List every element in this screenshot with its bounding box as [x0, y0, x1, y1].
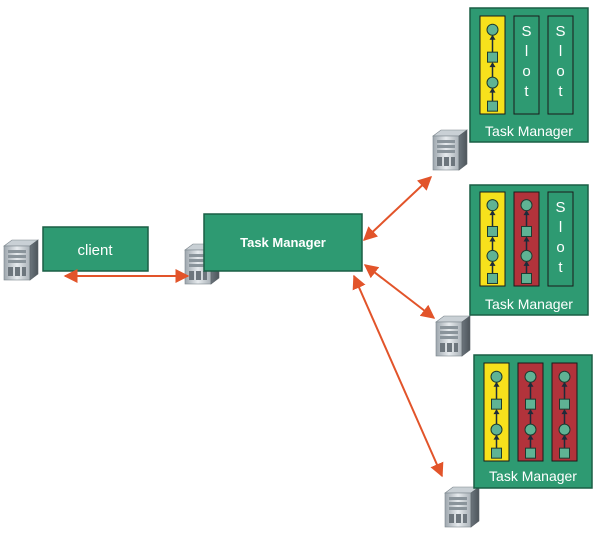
operator-node [486, 199, 499, 212]
free-slot-letter: o [556, 239, 564, 256]
task-edge-arrowhead [527, 434, 534, 440]
task-edge-arrowhead [493, 381, 500, 387]
client-server-icon [3, 239, 39, 281]
task-edge-arrowhead [493, 409, 500, 415]
task-edge-arrowhead [523, 260, 530, 266]
free-slot[interactable] [513, 15, 540, 115]
worker-3-label: Task Manager [489, 468, 577, 484]
free-slot-letter: o [522, 63, 530, 80]
master-worker-3-arrow [352, 274, 444, 478]
task-edge-arrowhead [489, 62, 496, 68]
data-node [559, 447, 570, 459]
task-edge-arrowhead [489, 87, 496, 93]
data-node [559, 398, 570, 410]
operator-node [520, 199, 533, 212]
data-node [487, 225, 498, 237]
free-slot-letter: S [521, 23, 531, 40]
data-node [521, 225, 532, 237]
client-label: client [77, 242, 113, 259]
free-slot[interactable] [547, 191, 574, 287]
worker-3-slots [483, 362, 578, 462]
data-node [525, 398, 536, 410]
operator-node [486, 23, 499, 36]
operator-node [558, 370, 571, 383]
worker-1-server-icon [432, 129, 468, 171]
task-edge-arrowhead [527, 381, 534, 387]
task-edge-arrowhead [493, 434, 500, 440]
free-slot-letter: l [559, 219, 562, 236]
worker-2-server-icon [435, 315, 471, 357]
client-box[interactable]: client [42, 226, 149, 272]
worker-2-label: Task Manager [485, 296, 573, 312]
task-edge-arrowhead [489, 236, 496, 242]
task-edge-arrowhead [561, 381, 568, 387]
data-node [521, 272, 532, 284]
free-slot-letter: S [555, 199, 565, 216]
task-edge-arrowhead [527, 409, 534, 415]
data-node [525, 447, 536, 459]
free-slot-letter: t [558, 259, 563, 276]
data-node [487, 272, 498, 284]
master-worker-1-arrow [362, 176, 433, 241]
operator-node [486, 76, 499, 89]
master-label: Task Manager [240, 235, 326, 250]
free-slot-letter: l [559, 43, 562, 60]
worker-1-label: Task Manager [485, 123, 573, 139]
task-edge-arrowhead [523, 236, 530, 242]
master-box[interactable]: Task Manager [203, 213, 363, 272]
free-slot-letter: t [524, 83, 529, 100]
operator-node [520, 249, 533, 262]
operator-node [490, 423, 503, 436]
data-node [491, 447, 502, 459]
free-slot-letter: S [555, 23, 565, 40]
operator-node [486, 249, 499, 262]
task-edge-arrowhead [561, 434, 568, 440]
free-slot-letter: t [558, 83, 563, 100]
task-edge-arrowhead [523, 210, 530, 216]
worker-box-3[interactable]: Task Manager [473, 354, 593, 489]
data-node [487, 51, 498, 63]
operator-node [524, 370, 537, 383]
operator-node [558, 423, 571, 436]
master-worker-2-arrow [363, 264, 436, 319]
task-edge-arrowhead [561, 409, 568, 415]
free-slot[interactable] [547, 15, 574, 115]
free-slot-letter: o [556, 63, 564, 80]
task-edge-arrowhead [489, 210, 496, 216]
data-node [491, 398, 502, 410]
worker-3-server-icon [444, 486, 480, 528]
operator-node [524, 423, 537, 436]
task-edge-arrowhead [489, 34, 496, 40]
free-slot-letter: l [525, 43, 528, 60]
operator-node [490, 370, 503, 383]
data-node [487, 100, 498, 112]
task-edge-arrowhead [489, 260, 496, 266]
